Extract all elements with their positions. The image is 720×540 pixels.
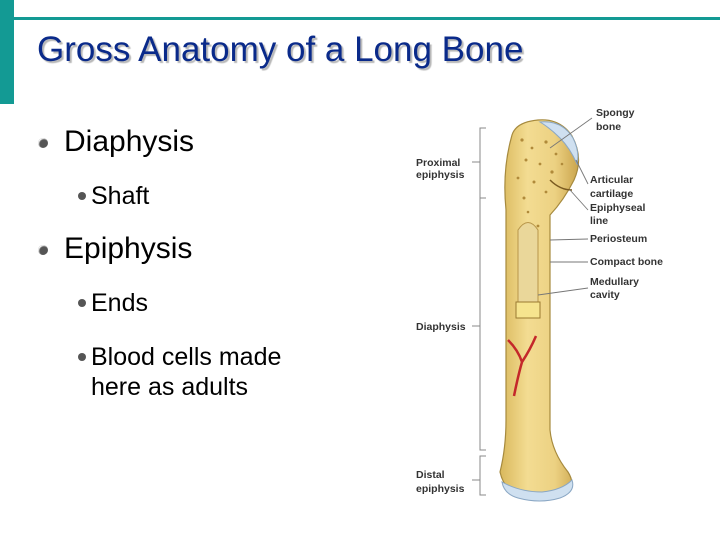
bullet-diaphysis: Diaphysis [64,125,195,158]
bullet-dot [78,192,86,200]
label-compact-bone: Compact bone [590,256,663,268]
bullet-blood-cells-line2: here as adults [91,373,249,401]
right-leader-lines [537,117,593,296]
bullet-dot [38,245,48,255]
top-rule [14,17,720,20]
accent-bar [0,0,14,104]
medullary-cavity [517,222,539,311]
label-medullary: Medullary [590,276,639,288]
bullet-dot [38,138,48,148]
long-bone-diagram: Proximal epiphysis Diaphysis Distal epip… [416,107,663,502]
bullet-epiphysis: Epiphysis [64,232,193,265]
epiphyseal-line [549,179,573,191]
left-brackets [472,127,486,496]
distal-cartilage [501,479,574,502]
label-articular: Articular [590,174,633,186]
label-proximal-epiphysis: epiphysis [416,169,465,181]
label-distal-epiphysis: epiphysis [416,483,465,495]
bullet-blood-cells-line1: Blood cells made [91,343,282,371]
label-periosteum: Periosteum [590,233,647,245]
bullet-ends: Ends [91,289,148,317]
label-distal: Distal [416,469,445,481]
label-epiphyseal: Epiphyseal [590,202,646,214]
bullet-shaft: Shaft [91,182,150,210]
spongy-bone-texture [516,138,564,242]
label-diaphysis: Diaphysis [416,321,466,333]
articular-cartilage [538,121,579,166]
label-spongy-bone: bone [596,121,621,133]
slide-title: Gross Anatomy of a Long Bone [37,30,524,69]
label-epiphyseal-line: line [590,215,608,227]
label-proximal: Proximal [416,157,460,169]
label-medullary-cavity: cavity [590,289,620,301]
blood-vessel [507,335,538,397]
bullet-list: Diaphysis Shaft Epiphysis Ends Blood cel… [38,125,282,401]
bullet-dot [78,299,86,307]
bullet-dot [78,353,86,361]
label-articular-cartilage: cartilage [590,188,633,200]
label-spongy: Spongy [596,107,635,119]
